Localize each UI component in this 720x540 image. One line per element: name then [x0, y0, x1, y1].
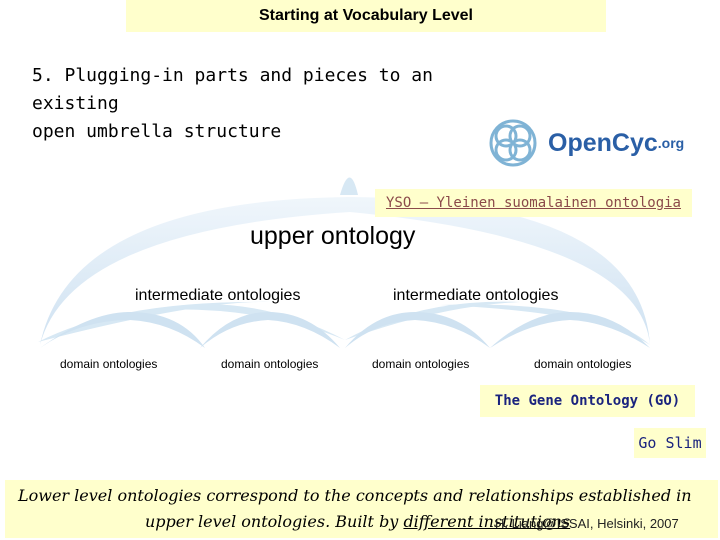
footer-line-2-text: upper level ontologies. Built by: [145, 512, 403, 531]
author-credit: H. Liang@ISSAI, Helsinki, 2007: [495, 516, 679, 531]
yso-label[interactable]: YSO – Yleinen suomalainen ontologia: [375, 189, 692, 217]
domain-canopy-2: [200, 312, 340, 348]
domain-label-3: domain ontologies: [372, 357, 469, 371]
umbrella-tip: [340, 178, 358, 196]
logo-text: OpenCyc: [548, 129, 658, 158]
gene-ontology-label: The Gene Ontology (GO): [480, 385, 695, 417]
knot-logo-icon: [486, 116, 540, 170]
upper-canopy: [40, 197, 650, 345]
logo-suffix: .org: [658, 135, 684, 151]
upper-ontology-label: upper ontology: [250, 222, 415, 251]
domain-label-1: domain ontologies: [60, 357, 157, 371]
intermediate-label-right: intermediate ontologies: [393, 287, 558, 305]
intermediate-label-left: intermediate ontologies: [135, 287, 300, 305]
heading-line-1: 5. Plugging-in parts and pieces to an ex…: [32, 62, 502, 118]
opencyc-logo: OpenCyc.org: [480, 112, 695, 174]
domain-canopy-4: [490, 312, 650, 348]
slide-heading: 5. Plugging-in parts and pieces to an ex…: [32, 62, 502, 146]
domain-canopy-3: [345, 312, 490, 348]
domain-canopy-1: [40, 312, 205, 348]
go-slim-label: Go Slim: [634, 428, 706, 458]
domain-label-2: domain ontologies: [221, 357, 318, 371]
domain-label-4: domain ontologies: [534, 357, 631, 371]
slide-title: Starting at Vocabulary Level: [126, 0, 606, 32]
footer-line-1: Lower level ontologies correspond to the…: [18, 486, 692, 505]
heading-line-2: open umbrella structure: [32, 118, 502, 146]
